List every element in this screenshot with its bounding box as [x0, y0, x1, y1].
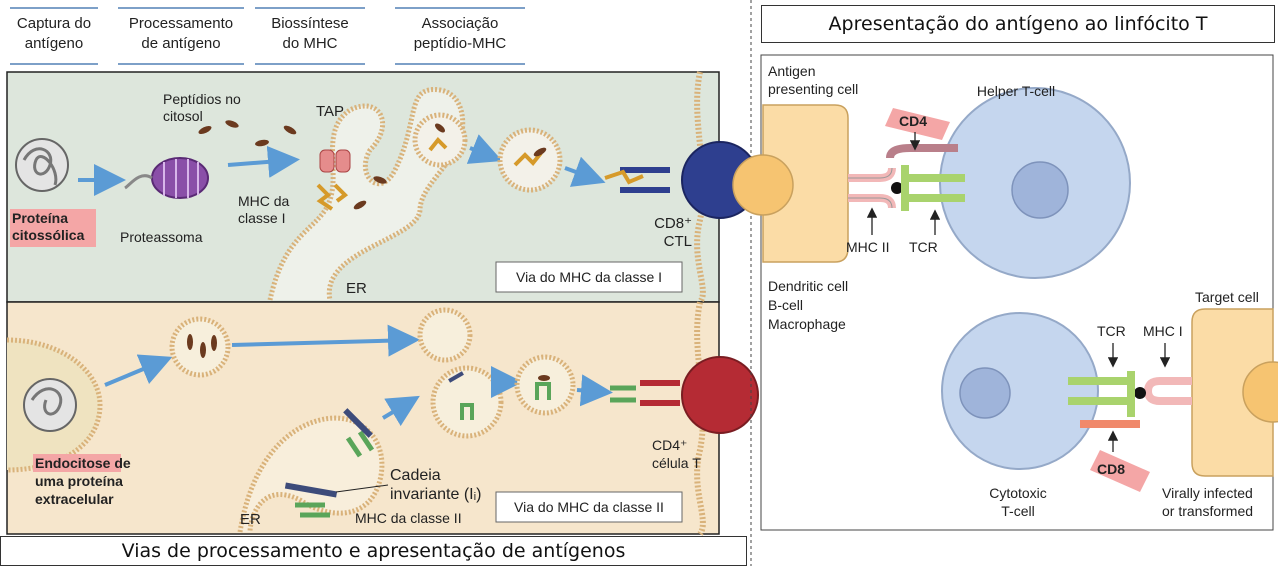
er-label-top: ER — [346, 280, 367, 297]
helper-label: Helper T-cell — [977, 83, 1055, 99]
cd4-highlight — [885, 108, 950, 140]
left-caption: Vias de processamento e apresentação de … — [0, 536, 747, 566]
er-label-bottom: ER — [240, 511, 261, 528]
helper-t-cell — [939, 87, 1131, 279]
endocytosis-highlight — [33, 454, 121, 472]
right-title: Apresentação do antígeno ao linfócito T — [761, 5, 1275, 43]
endosome-fusion — [417, 307, 504, 439]
mhc2-invariant-icons — [284, 408, 375, 518]
mhc2-pathway-box — [495, 491, 683, 523]
mhc2-right-label: MHC II — [846, 239, 890, 255]
er-membrane-bottom — [237, 415, 385, 533]
cd4-cell-label: CD4⁺célula T — [652, 437, 701, 471]
mhc1-right-label: MHC I — [1143, 323, 1183, 339]
er-membrane-top — [267, 87, 466, 301]
proteasome-icon — [124, 157, 209, 199]
peptide-icons — [198, 120, 387, 210]
endosome-1 — [169, 316, 231, 378]
mhc1-pathway-label: Via do MHC da classe I — [516, 269, 662, 285]
mhc1-tcr-complex — [1068, 371, 1192, 428]
cd8-label: CD8 — [1097, 461, 1125, 477]
cd4-label: CD4 — [899, 113, 927, 129]
target-label: Target cell — [1195, 289, 1259, 305]
target-cell — [1191, 308, 1278, 477]
tcr-top-label: TCR — [909, 239, 938, 255]
mhc2-label: MHC da classe II — [355, 510, 462, 526]
tap-label: TAP — [316, 103, 344, 120]
tap-icon — [319, 149, 351, 173]
mhc1-molecule-icon — [316, 183, 349, 211]
tcr-bottom-label: TCR — [1097, 323, 1126, 339]
vesicle-mhc1 — [497, 127, 563, 193]
cd8-highlight — [1090, 450, 1150, 492]
cytotoxic-t-cell — [941, 312, 1099, 470]
protein-highlight — [10, 209, 96, 247]
extracellular-protein-icon — [23, 378, 77, 432]
proteasome-label: Proteassoma — [120, 229, 203, 245]
cd8-cell-label: CD8⁺CTL — [654, 215, 692, 250]
vesicle-mhc2 — [514, 354, 576, 416]
cytosolic-protein-icon — [15, 138, 69, 192]
vesicle-tap — [412, 112, 468, 168]
apc-cell — [732, 104, 849, 263]
cd4-t-cell — [610, 356, 759, 434]
mhc1-pathway-box — [495, 261, 683, 293]
mhc2-pathway-label: Via do MHC da classe II — [514, 499, 664, 515]
